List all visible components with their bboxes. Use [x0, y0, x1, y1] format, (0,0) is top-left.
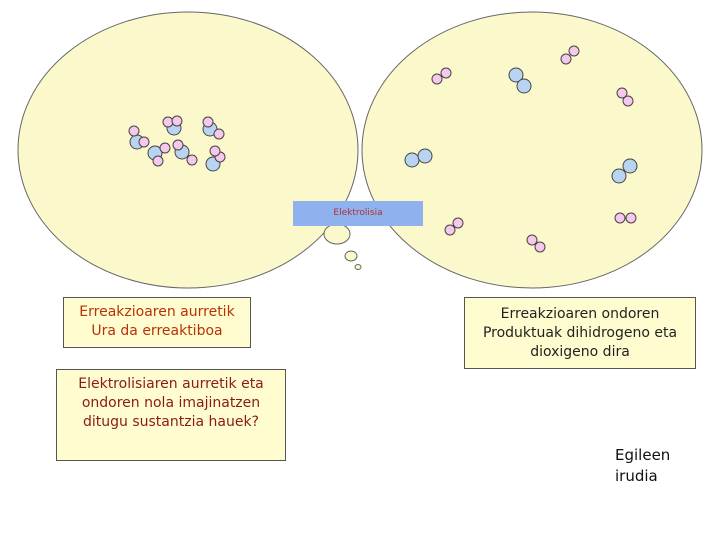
question-line-3: ditugu sustantzia hauek? — [83, 414, 259, 430]
before-reaction-line-1: Erreakzioaren aurretik — [79, 304, 235, 320]
dioxygen-molecules — [404, 67, 638, 184]
dihydrogen-molecule — [444, 217, 464, 236]
after-reaction-line-1: Erreakzioaren ondoren — [500, 306, 660, 322]
after-reaction-line-2: Produktuak dihidrogeno eta — [482, 325, 678, 341]
dioxygen-molecule — [404, 148, 433, 168]
credit-line-2: irudia — [615, 467, 658, 485]
before-reaction-box: Erreakzioaren aurretik Ura da erreaktibo… — [63, 297, 251, 348]
water-molecule — [128, 125, 150, 150]
water-molecule — [202, 116, 225, 140]
question-line-1: Elektrolisiaren aurretik eta — [78, 376, 264, 392]
water-molecule — [172, 139, 198, 166]
water-molecule — [147, 142, 171, 167]
before-reaction-line-2: Ura da erreaktiboa — [91, 323, 223, 339]
dioxygen-molecule — [611, 158, 638, 184]
water-molecule — [162, 115, 183, 136]
water-molecules — [128, 115, 226, 172]
after-reaction-box: Erreakzioaren ondoren Produktuak dihidro… — [464, 297, 696, 369]
dihydrogen-molecules — [431, 45, 637, 253]
right-bubble — [361, 11, 703, 289]
after-reaction-line-3: dioxigeno dira — [530, 344, 630, 360]
dihydrogen-molecule — [614, 212, 637, 224]
water-molecule — [205, 145, 226, 172]
question-box: Elektrolisiaren aurretik eta ondoren nol… — [56, 369, 286, 461]
dioxygen-molecule — [508, 67, 532, 94]
dihydrogen-molecule — [431, 67, 452, 85]
dihydrogen-molecule — [560, 45, 580, 65]
question-line-2: ondoren nola imajinatzen — [81, 395, 261, 411]
dihydrogen-molecule — [526, 234, 546, 253]
image-credit: Egileen irudia — [615, 445, 670, 487]
dihydrogen-molecule — [616, 87, 634, 107]
thought-trail — [323, 223, 362, 270]
credit-line-1: Egileen — [615, 446, 671, 464]
electrolysis-label: Elektrolisia — [293, 201, 423, 226]
